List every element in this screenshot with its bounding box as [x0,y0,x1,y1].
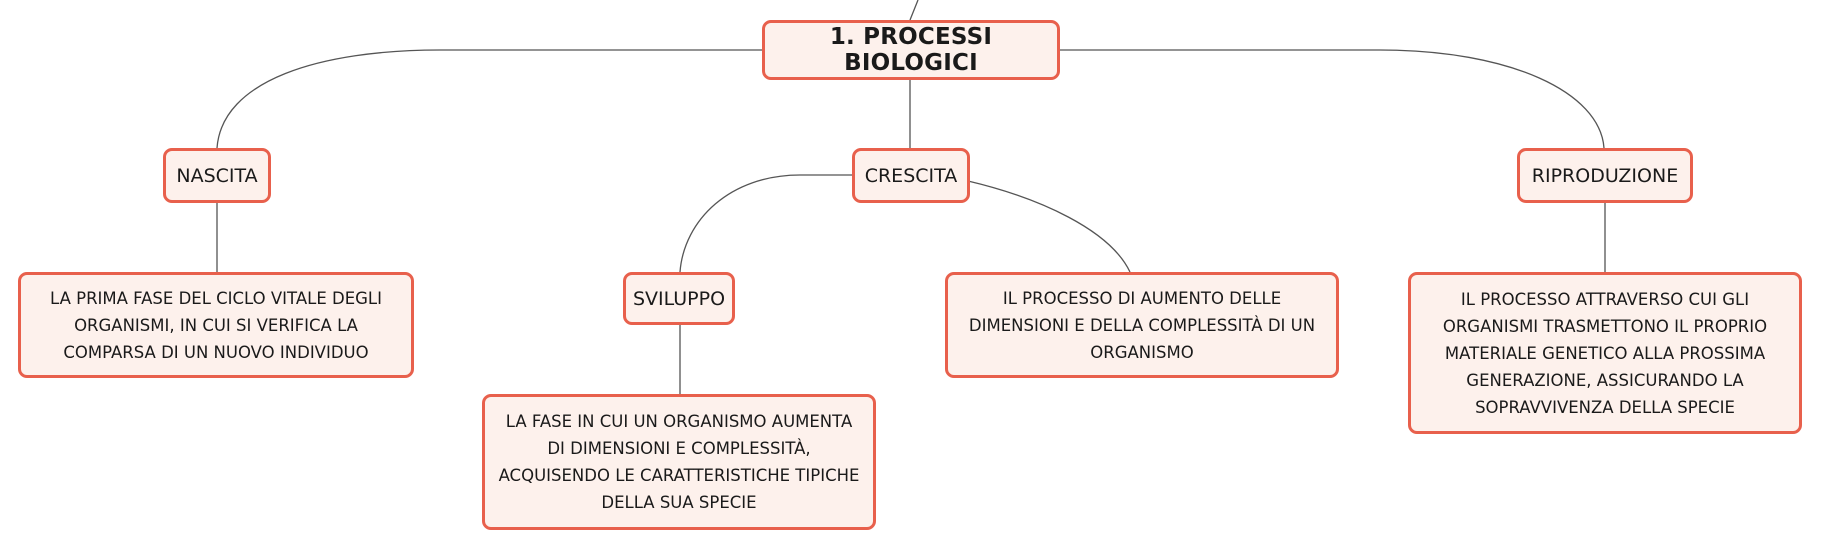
description-text: LA FASE IN CUI UN ORGANISMO AUMENTA DI D… [498,412,860,512]
description-node-sviluppo[interactable]: LA FASE IN CUI UN ORGANISMO AUMENTA DI D… [482,394,876,530]
topic-node-crescita[interactable]: CRESCITA [852,148,970,203]
topic-label: NASCITA [176,164,258,187]
connector-crescita-to-desc [967,180,1131,273]
topic-node-sviluppo[interactable]: SVILUPPO [623,272,735,325]
root-node[interactable]: 1. PROCESSI BIOLOGICI [762,20,1060,80]
topic-label: RIPRODUZIONE [1531,164,1679,187]
description-node-nascita[interactable]: LA PRIMA FASE DEL CICLO VITALE DEGLI ORG… [18,272,414,378]
connector-crescita-to-sviluppo [679,174,852,273]
connector-root-to-nascita [216,49,762,149]
root-node-label: 1. PROCESSI BIOLOGICI [829,24,993,76]
description-text: LA PRIMA FASE DEL CICLO VITALE DEGLI ORG… [50,288,382,362]
connector-root-to-riproduzione [1060,49,1605,149]
topic-label: CRESCITA [864,164,958,187]
topic-node-nascita[interactable]: NASCITA [163,148,271,203]
description-node-crescita[interactable]: IL PROCESSO DI AUMENTO DELLE DIMENSIONI … [945,272,1339,378]
topic-node-riproduzione[interactable]: RIPRODUZIONE [1517,148,1693,203]
description-text: IL PROCESSO DI AUMENTO DELLE DIMENSIONI … [968,288,1316,362]
connector-parent-to-root [909,0,919,21]
description-text: IL PROCESSO ATTRAVERSO CUI GLI ORGANISMI… [1442,289,1768,417]
topic-label: SVILUPPO [632,287,726,310]
description-node-riproduzione[interactable]: IL PROCESSO ATTRAVERSO CUI GLI ORGANISMI… [1408,272,1802,434]
